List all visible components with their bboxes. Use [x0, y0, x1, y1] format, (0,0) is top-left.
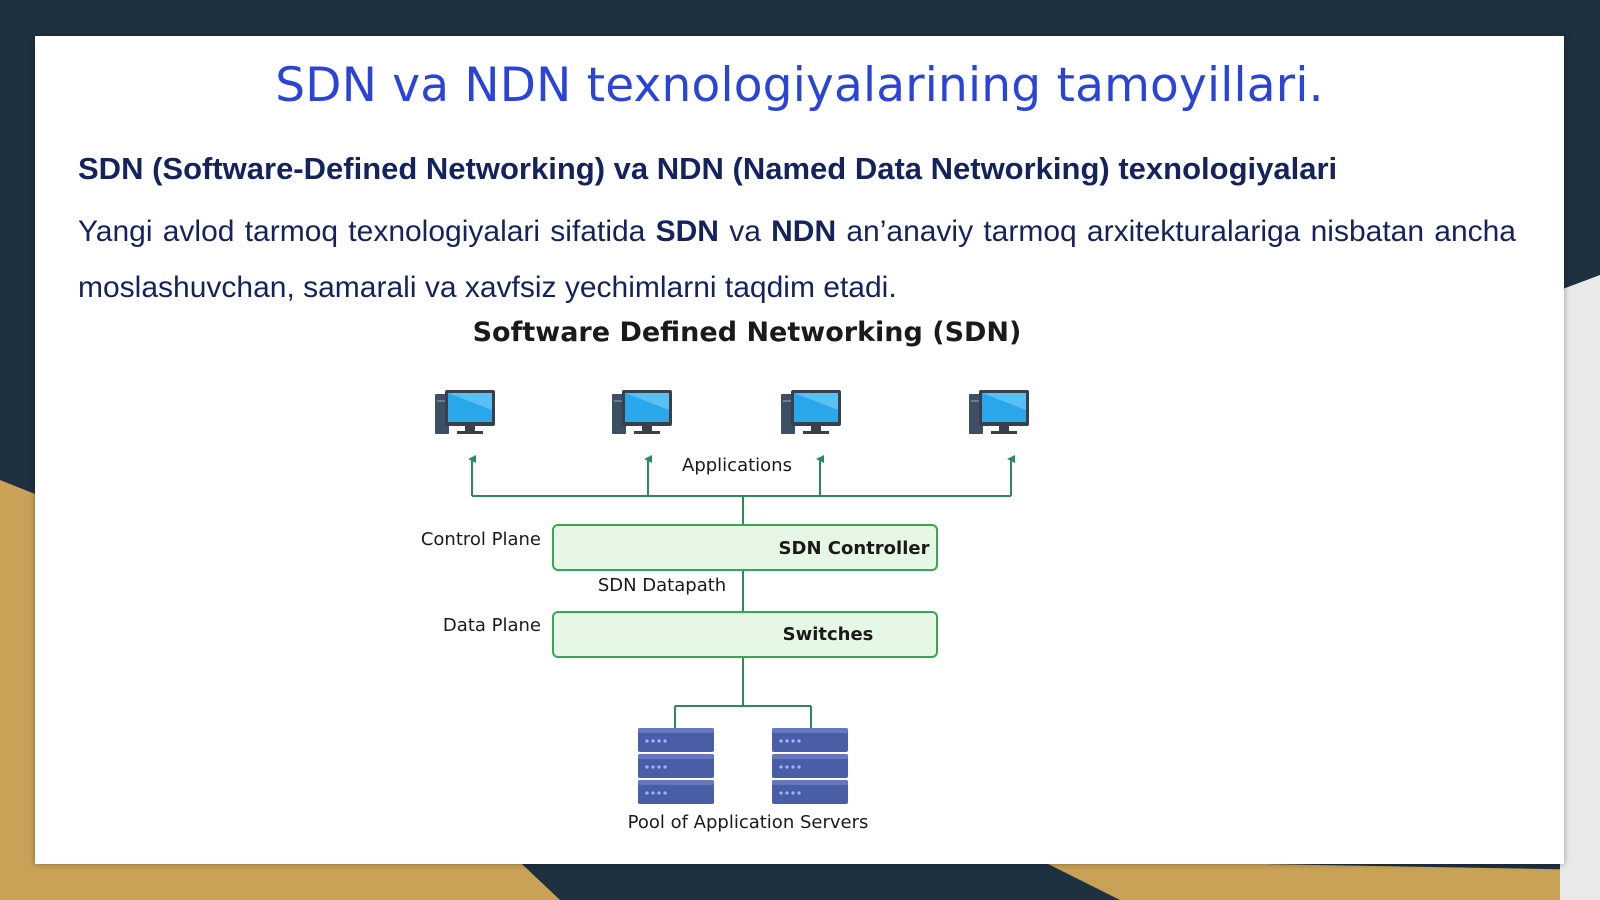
servers-label: Pool of Application Servers — [628, 812, 869, 833]
desktop-computer-icon — [612, 390, 672, 434]
desktop-computer-icon — [781, 390, 841, 434]
switches-label: Switches — [783, 624, 874, 645]
paragraph-text: Yangi avlod tarmoq texnologiyalari sifat… — [78, 215, 656, 248]
diagram-title: Software Defined Networking (SDN) — [473, 317, 1022, 348]
paragraph-sdn-bold: SDN — [655, 215, 719, 248]
slide-subheading: SDN (Software-Defined Networking) va NDN… — [78, 151, 1338, 186]
server-rack-icon — [772, 728, 848, 804]
desktop-computer-icon — [969, 390, 1029, 434]
control-plane-label: Control Plane — [421, 529, 541, 550]
paragraph-text: an’anaviy tarmoq arxitekturalariga nisba… — [78, 215, 1516, 304]
sdn-diagram: Software Defined Networking (SDN) Applic… — [421, 317, 1029, 833]
sdn-controller-box — [552, 524, 938, 571]
desktop-computer-icon — [435, 390, 495, 434]
paragraph-text: va — [718, 215, 772, 248]
applications-label: Applications — [682, 455, 792, 476]
sdn-datapath-label: SDN Datapath — [598, 575, 726, 596]
paragraph-ndn-bold: NDN — [771, 215, 837, 248]
applications-connector — [468, 455, 1015, 728]
server-rack-icon — [638, 728, 714, 804]
intro-paragraph: Yangi avlod tarmoq texnologiyalari sifat… — [78, 204, 1516, 316]
data-plane-label: Data Plane — [443, 615, 541, 636]
slide-title: SDN va NDN texnologiyalarining tamoyilla… — [275, 58, 1324, 113]
switches-box — [552, 611, 938, 658]
sdn-controller-label: SDN Controller — [779, 538, 930, 559]
slide: SDN va NDN texnologiyalarining tamoyilla… — [35, 36, 1564, 864]
